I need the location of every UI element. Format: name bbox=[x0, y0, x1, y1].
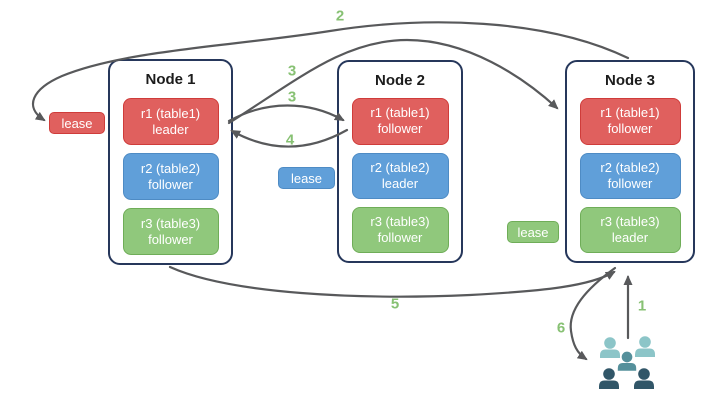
step-label-3a: 3 bbox=[287, 62, 297, 80]
lease-badge-green: lease bbox=[507, 221, 559, 243]
arrow-step-3-to-node2 bbox=[227, 104, 345, 123]
node-3-title: Node 3 bbox=[604, 71, 655, 89]
replica-name: r2 (table2) bbox=[370, 159, 430, 175]
step-label-5: 5 bbox=[390, 295, 400, 313]
lease-badge-red: lease bbox=[49, 112, 105, 134]
replica-name: r2 (table2) bbox=[600, 159, 660, 175]
node-3: Node 3 r1 (table1) follower r2 (table2) … bbox=[565, 60, 695, 263]
replica-role: follower bbox=[377, 121, 423, 137]
step-label-2: 2 bbox=[335, 7, 345, 25]
node-2: Node 2 r1 (table1) follower r2 (table2) … bbox=[337, 60, 463, 263]
step-label-4: 4 bbox=[285, 131, 295, 149]
node-1-replica-r1: r1 (table1) leader bbox=[122, 98, 219, 145]
replica-role: follower bbox=[148, 176, 193, 192]
lease-badge-blue: lease bbox=[278, 167, 335, 189]
replica-name: r1 (table1) bbox=[370, 105, 430, 121]
replica-role: leader bbox=[381, 175, 419, 191]
replica-role: follower bbox=[607, 121, 653, 137]
replica-role: leader bbox=[611, 229, 649, 245]
node-1-replica-r3: r3 (table3) follower bbox=[122, 208, 219, 255]
node-3-replica-r2: r2 (table2) follower bbox=[579, 152, 681, 199]
arrow-step-6 bbox=[569, 266, 617, 361]
node-3-replica-r1: r1 (table1) follower bbox=[579, 98, 681, 145]
replica-name: r3 (table3) bbox=[140, 215, 201, 231]
step-label-3b: 3 bbox=[287, 88, 297, 106]
step-label-1: 1 bbox=[637, 297, 647, 315]
node-3-replica-r3: r3 (table3) leader bbox=[579, 206, 681, 254]
replica-name: r1 (table1) bbox=[600, 105, 660, 121]
node-1-title: Node 1 bbox=[145, 71, 196, 88]
node-2-title: Node 2 bbox=[374, 71, 425, 89]
replica-role: follower bbox=[148, 231, 193, 247]
replica-name: r2 (table2) bbox=[140, 160, 201, 176]
replica-role: leader bbox=[152, 121, 189, 137]
replica-name: r1 (table1) bbox=[140, 105, 201, 121]
node-1: Node 1 r1 (table1) leader r2 (table2) fo… bbox=[108, 59, 233, 265]
node-2-replica-r1: r1 (table1) follower bbox=[351, 98, 449, 145]
replica-role: follower bbox=[607, 175, 653, 191]
node-1-replica-r2: r2 (table2) follower bbox=[122, 153, 219, 200]
replica-role: follower bbox=[377, 229, 423, 245]
node-2-replica-r2: r2 (table2) leader bbox=[351, 152, 449, 199]
node-2-replica-r3: r3 (table3) follower bbox=[351, 206, 449, 254]
arrow-step-5 bbox=[168, 265, 616, 298]
step-label-6: 6 bbox=[556, 319, 566, 337]
replica-name: r3 (table3) bbox=[600, 213, 660, 229]
users-group-icon bbox=[599, 336, 655, 389]
replica-name: r3 (table3) bbox=[370, 213, 430, 229]
